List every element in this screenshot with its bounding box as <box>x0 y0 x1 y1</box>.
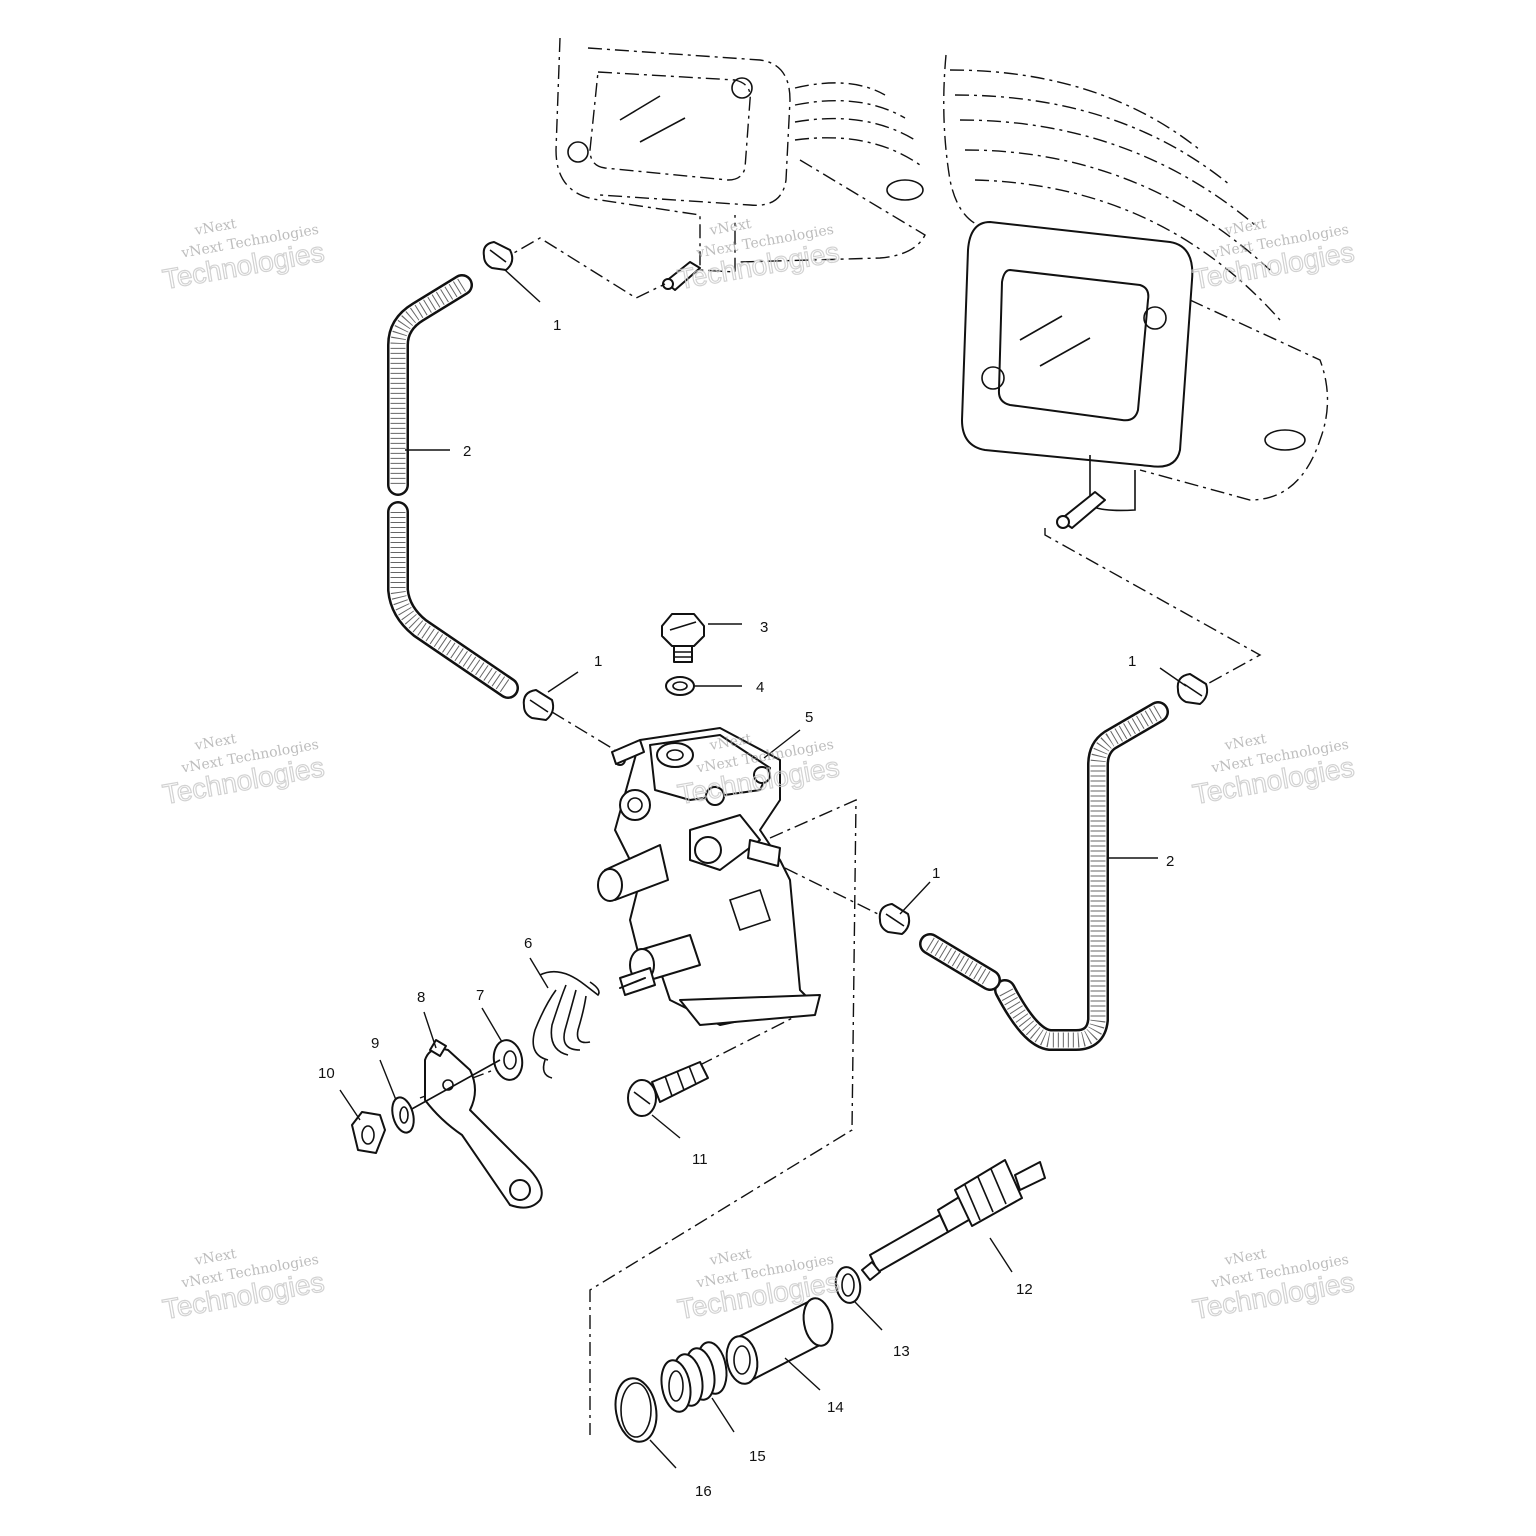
watermark-brand: vNext <box>193 1246 238 1269</box>
callout-labels: 1 2 3 4 1 5 1 2 1 6 7 8 9 10 11 12 13 14… <box>318 317 1174 1500</box>
callout-7: 7 <box>476 987 484 1004</box>
watermark: vNext vNext Technologies Technologies <box>1190 1246 1358 1326</box>
watermark: vNext vNext Technologies Technologies <box>160 216 328 296</box>
callout-5: 5 <box>805 709 813 726</box>
watermark: vNext vNext Technologies Technologies <box>675 216 843 296</box>
callout-6: 6 <box>524 935 532 952</box>
callout-3: 3 <box>760 619 768 636</box>
hex-nut <box>351 1111 386 1154</box>
watermark: vNext vNext Technologies Technologies <box>160 1246 328 1326</box>
callout-16: 16 <box>695 1483 712 1500</box>
callout-1-top: 1 <box>553 317 561 334</box>
callout-10: 10 <box>318 1065 335 1082</box>
sealing-washer <box>665 676 695 696</box>
o-ring-small <box>834 1266 862 1304</box>
banjo-bolt <box>661 613 705 663</box>
hose-clamp <box>1176 673 1209 705</box>
hose-clamp <box>482 241 514 271</box>
leader-lines <box>339 269 1187 1469</box>
callout-2-left: 2 <box>463 443 471 460</box>
callout-4: 4 <box>756 679 764 696</box>
pump-control-lever <box>409 1039 543 1209</box>
hose-left <box>387 274 519 699</box>
hose-right <box>919 701 1169 1051</box>
cylinder-right <box>943 54 1329 529</box>
watermark: vNext vNext Technologies Technologies <box>1190 731 1358 811</box>
watermark-brand: vNext <box>708 1246 753 1269</box>
shaft-seal <box>660 1341 728 1413</box>
watermark: vNext vNext Technologies Technologies <box>1190 216 1358 296</box>
callout-1-right: 1 <box>1128 653 1136 670</box>
mounting-screw <box>627 1061 709 1117</box>
hose-clamp <box>522 689 555 721</box>
callout-11: 11 <box>692 1151 708 1168</box>
watermark-brand: vNext <box>1223 1246 1268 1269</box>
callout-13: 13 <box>893 1343 910 1360</box>
callout-14: 14 <box>827 1399 844 1416</box>
callout-15: 15 <box>749 1448 766 1465</box>
oil-pump <box>597 727 821 1026</box>
callout-12: 12 <box>1016 1281 1033 1298</box>
watermark-brand: vNext <box>708 731 753 754</box>
callout-2-right: 2 <box>1166 853 1174 870</box>
washer <box>492 1039 524 1081</box>
callout-8: 8 <box>417 989 425 1006</box>
return-spring <box>532 970 600 1079</box>
watermark-brand: vNext <box>193 731 238 754</box>
watermark-brand: vNext <box>1223 216 1268 239</box>
callout-1-left: 1 <box>594 653 602 670</box>
watermark: vNext vNext Technologies Technologies <box>160 731 328 811</box>
lock-washer <box>391 1096 415 1134</box>
watermark-brand: vNext <box>1223 731 1268 754</box>
watermark-brand: vNext <box>708 216 753 239</box>
callout-9: 9 <box>371 1035 379 1052</box>
watermark-brand: vNext <box>193 216 238 239</box>
callout-1-mid: 1 <box>932 865 940 882</box>
bushing <box>725 1297 834 1385</box>
pump-drive-shaft <box>861 1159 1046 1281</box>
o-ring-large <box>614 1377 658 1443</box>
cylinder-left <box>555 37 926 291</box>
